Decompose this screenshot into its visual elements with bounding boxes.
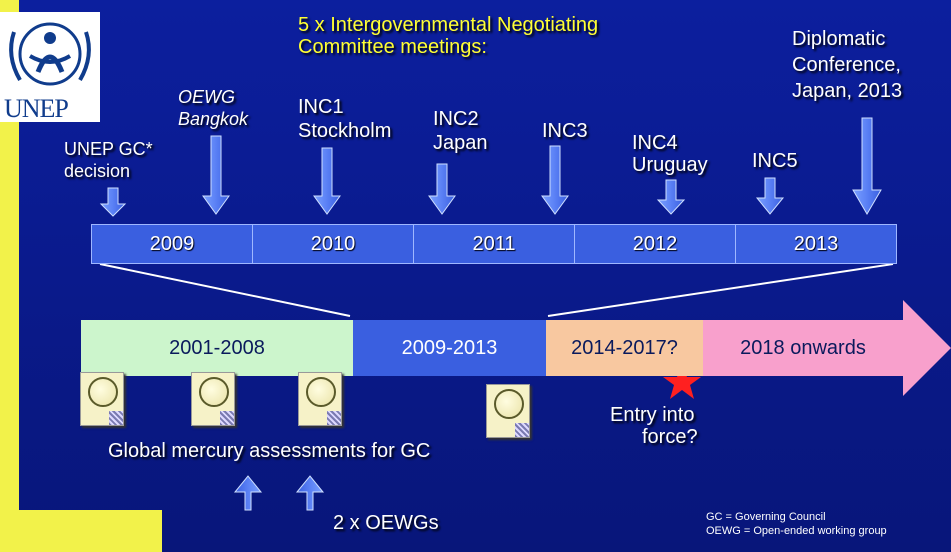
phase-2009-2013: 2009-2013 xyxy=(353,320,546,376)
year-2009: 2009 xyxy=(92,225,253,263)
label-oewg-1: OEWG xyxy=(178,87,235,107)
arrow-inc5 xyxy=(755,177,785,215)
label-diplomatic-2: Conference, xyxy=(792,54,901,76)
year-2011: 2011 xyxy=(414,225,575,263)
label-gc-1: UNEP GC* xyxy=(64,139,153,159)
label-inc2-1: INC2 xyxy=(433,108,479,130)
arrow-gc xyxy=(99,187,127,217)
arrow-inc2 xyxy=(428,163,456,215)
zoom-line-right xyxy=(547,263,894,317)
year-2010: 2010 xyxy=(253,225,414,263)
label-gc-2: decision xyxy=(64,161,131,181)
label-inc1-1: INC1 xyxy=(298,96,344,118)
assessment-doc-3 xyxy=(298,372,342,426)
oewgs-label: 2 x OEWGs xyxy=(333,512,439,534)
phase-arrow-head xyxy=(903,300,951,396)
label-diplomatic-3: Japan, 2013 xyxy=(792,80,903,102)
phase-2018-onwards: 2018 onwards xyxy=(703,320,903,376)
globe-icon xyxy=(306,377,336,407)
label-inc4-2: Uruguay xyxy=(632,154,708,176)
accent-bar-top xyxy=(0,0,19,552)
legend-oewg: OEWG = Open-ended working group xyxy=(706,525,887,537)
accent-bar-bottom xyxy=(19,510,162,552)
assessment-doc-2 xyxy=(191,372,235,426)
arrow-oewg xyxy=(202,135,230,215)
label-inc3: INC3 xyxy=(542,120,588,142)
assessment-doc-1 xyxy=(80,372,124,426)
arrow-inc1 xyxy=(313,147,341,215)
label-inc5: INC5 xyxy=(752,150,798,172)
arrow-up-oewg-2 xyxy=(295,475,325,511)
legend-gc: GC = Governing Council xyxy=(706,511,826,523)
entry-label-2: force? xyxy=(642,426,698,448)
assessments-label: Global mercury assessments for GC xyxy=(108,440,431,462)
label-oewg-2: Bangkok xyxy=(178,109,249,129)
arrow-inc4 xyxy=(656,179,686,215)
globe-icon xyxy=(88,377,118,407)
phase-bar: 2001-2008 2009-2013 2014-2017? 2018 onwa… xyxy=(81,320,903,376)
year-2013: 2013 xyxy=(736,225,896,263)
assessment-doc-4 xyxy=(486,384,530,438)
zoom-line-left xyxy=(99,263,351,317)
phase-2001-2008: 2001-2008 xyxy=(81,320,353,376)
doc-hatch xyxy=(109,411,123,425)
globe-icon xyxy=(494,389,524,419)
logo-text: UNEP xyxy=(4,94,69,123)
globe-icon xyxy=(199,377,229,407)
doc-hatch xyxy=(327,411,341,425)
year-timeline: 2009 2010 2011 2012 2013 xyxy=(91,224,897,264)
unep-emblem-icon xyxy=(9,22,91,86)
year-2012: 2012 xyxy=(575,225,736,263)
phase-2014-2017: 2014-2017? xyxy=(546,320,703,376)
label-inc4-1: INC4 xyxy=(632,132,678,154)
arrow-up-oewg-1 xyxy=(233,475,263,511)
arrow-diplomatic xyxy=(852,117,882,215)
label-inc1-2: Stockholm xyxy=(298,120,392,142)
title-line-1: 5 x Intergovernmental Negotiating xyxy=(298,14,599,36)
entry-label-1: Entry into xyxy=(610,404,695,426)
doc-hatch xyxy=(220,411,234,425)
title-line-2: Committee meetings: xyxy=(298,36,487,58)
entry-into-force-star xyxy=(663,364,701,399)
doc-hatch xyxy=(515,423,529,437)
arrow-inc3 xyxy=(541,145,569,215)
unep-logo: UNEP xyxy=(0,12,100,123)
label-diplomatic-1: Diplomatic xyxy=(792,28,886,50)
label-inc2-2: Japan xyxy=(433,132,488,154)
